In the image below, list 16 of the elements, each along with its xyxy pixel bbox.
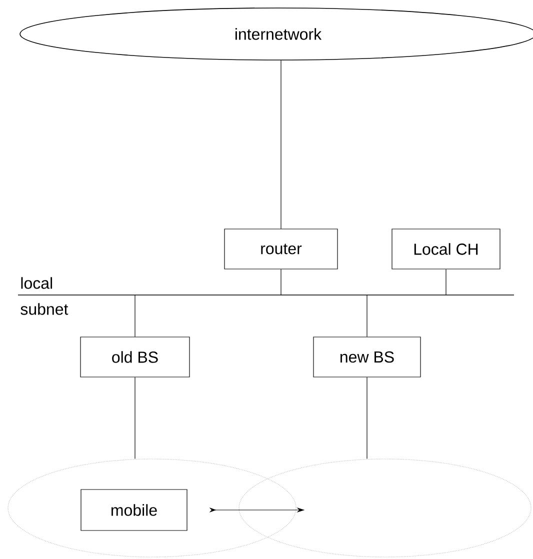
box: new BS <box>313 336 421 378</box>
bus-line <box>18 294 514 296</box>
cell-ellipse <box>8 458 296 558</box>
connector-line <box>280 60 282 229</box>
bus-label: local <box>21 277 52 289</box>
connector-line <box>134 294 136 337</box>
cell-ellipse <box>238 458 532 558</box>
connector-line <box>134 377 136 459</box>
box: mobile <box>80 489 188 531</box>
bus-label: subnet <box>20 303 68 315</box>
box: router <box>224 228 338 270</box>
connector-line <box>366 294 368 337</box>
box: Local CH <box>392 228 500 270</box>
connector-line <box>366 377 368 459</box>
box: old BS <box>80 336 190 378</box>
connector-line <box>280 269 282 296</box>
